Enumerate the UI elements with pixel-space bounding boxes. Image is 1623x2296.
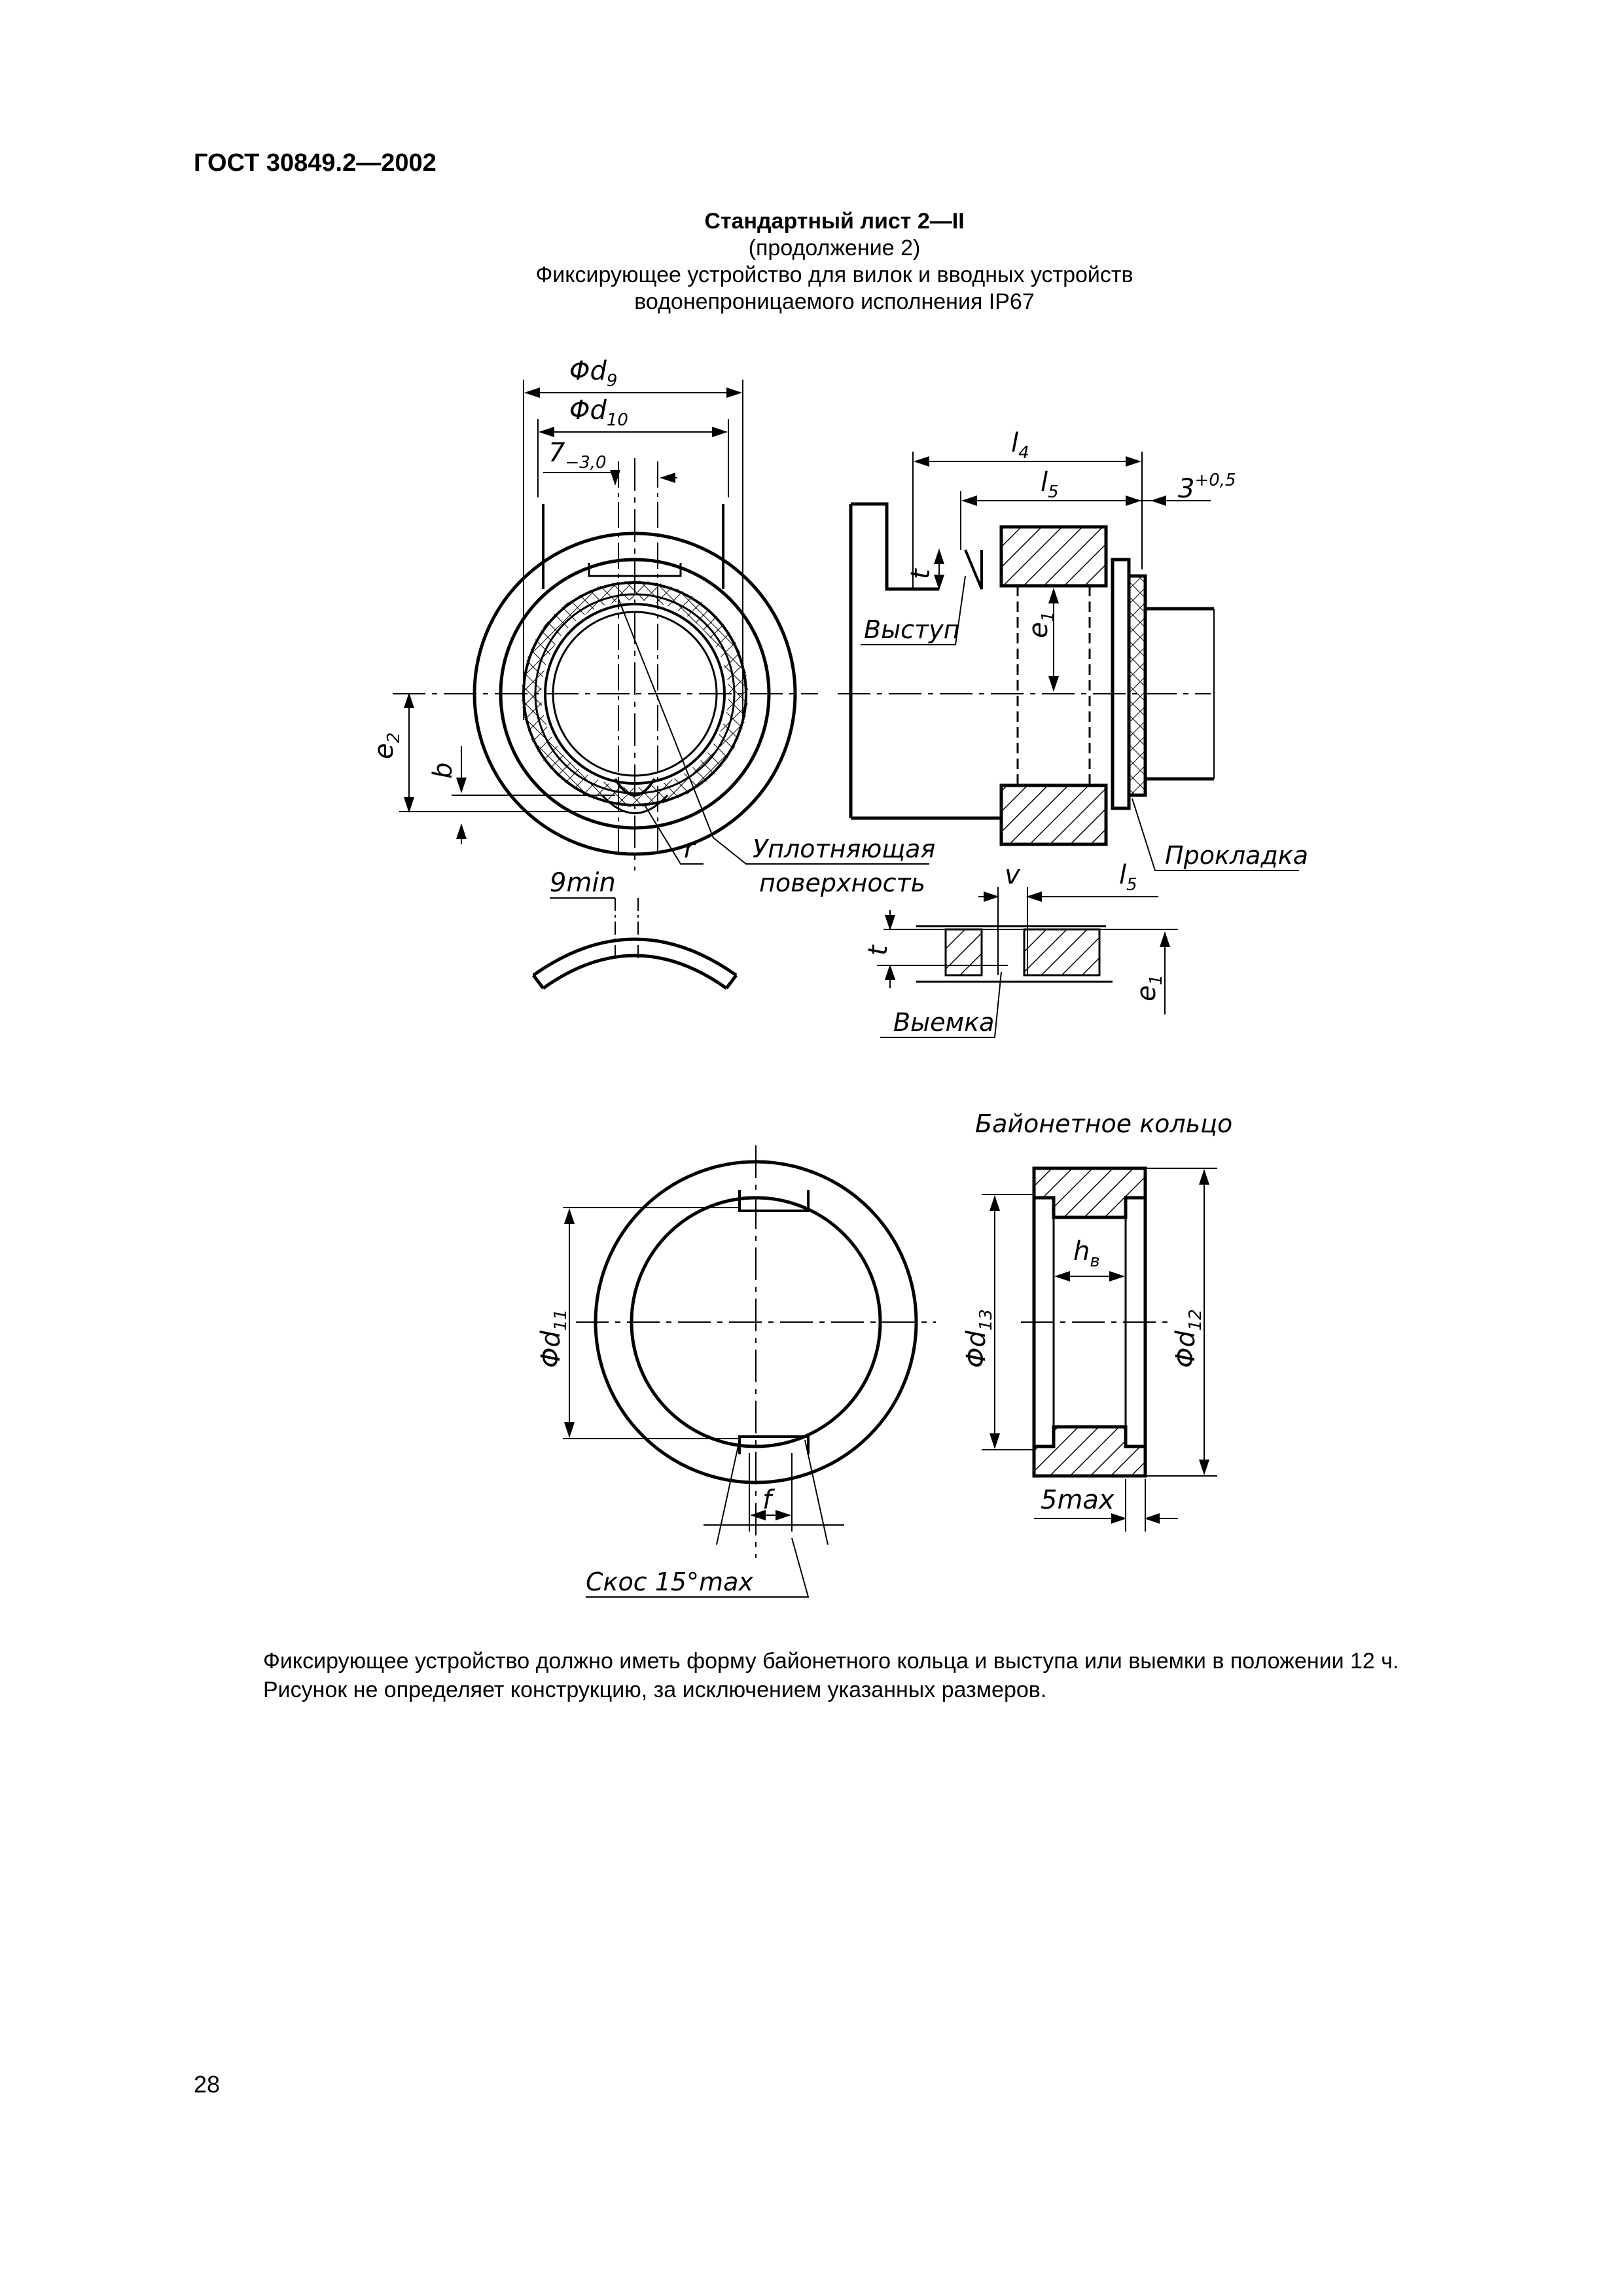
dim-d10: Φd10 — [569, 395, 628, 430]
front-view — [393, 380, 929, 990]
document-code: ГОСТ 30849.2—2002 — [194, 149, 437, 177]
dim-nine-min: 9min — [550, 868, 616, 898]
drawing-labels: Φd9 Φd10 7−3,0 e2 b r 9min l4 l5 3+0,5 t… — [369, 356, 1308, 1596]
dim-hb: hв — [1073, 1236, 1100, 1271]
dim-f: f — [762, 1485, 776, 1515]
side-view — [838, 452, 1299, 871]
dim-d11: Φd11 — [536, 1309, 571, 1368]
sheet-title: Стандартный лист 2—II — [704, 209, 965, 234]
dim-e1: e1 — [1024, 611, 1058, 638]
bayonet-ring-front — [563, 1145, 936, 1598]
label-notch: Выемка — [893, 1008, 994, 1037]
dim-d12: Φd12 — [1171, 1309, 1205, 1368]
label-sealing-1: Уплотняющая — [753, 834, 935, 863]
dim-three: 3+0,5 — [1178, 471, 1236, 504]
dim-t-detail: t — [863, 944, 893, 956]
dim-l5-detail: l5 — [1119, 860, 1137, 895]
dim-t: t — [906, 568, 936, 579]
note-line-2: Рисунок не определяет конструкцию, за ис… — [263, 1677, 1047, 1702]
dim-seven: 7−3,0 — [548, 438, 607, 473]
title-line-2: водонепроницаемого исполнения IP67 — [634, 289, 1035, 314]
label-chamfer: Скос 15°max — [586, 1568, 753, 1596]
title-line-1: Фиксирующее устройство для вилок и вводн… — [535, 262, 1133, 287]
bayonet-ring-section — [982, 1166, 1217, 1532]
note-text: Фиксирующее устройство должно иметь форм… — [263, 1647, 1399, 1704]
label-gasket: Прокладка — [1165, 841, 1308, 870]
dim-l4: l4 — [1011, 428, 1029, 463]
dim-l5: l5 — [1041, 467, 1059, 502]
note-line-1: Фиксирующее устройство должно иметь форм… — [263, 1649, 1399, 1674]
dim-r: r — [684, 834, 696, 864]
label-sealing-2: поверхность — [759, 869, 925, 897]
label-protrusion: Выступ — [864, 615, 959, 644]
title-block: Стандартный лист 2—II (продолжение 2) Фи… — [458, 208, 1211, 315]
page-number: 28 — [194, 2071, 221, 2098]
dim-b: b — [428, 762, 458, 779]
dim-d9: Φd9 — [569, 356, 617, 391]
notch-detail — [877, 887, 1178, 1038]
label-bayonet-ring: Байонетное кольцо — [975, 1109, 1232, 1138]
dim-d13: Φd13 — [961, 1309, 996, 1368]
dim-five-max: 5max — [1041, 1485, 1115, 1515]
continuation-label: (продолжение 2) — [748, 236, 921, 260]
dim-e1-detail: e1 — [1132, 975, 1166, 1001]
dim-e2: e2 — [369, 732, 404, 759]
dim-v: v — [1005, 860, 1021, 890]
